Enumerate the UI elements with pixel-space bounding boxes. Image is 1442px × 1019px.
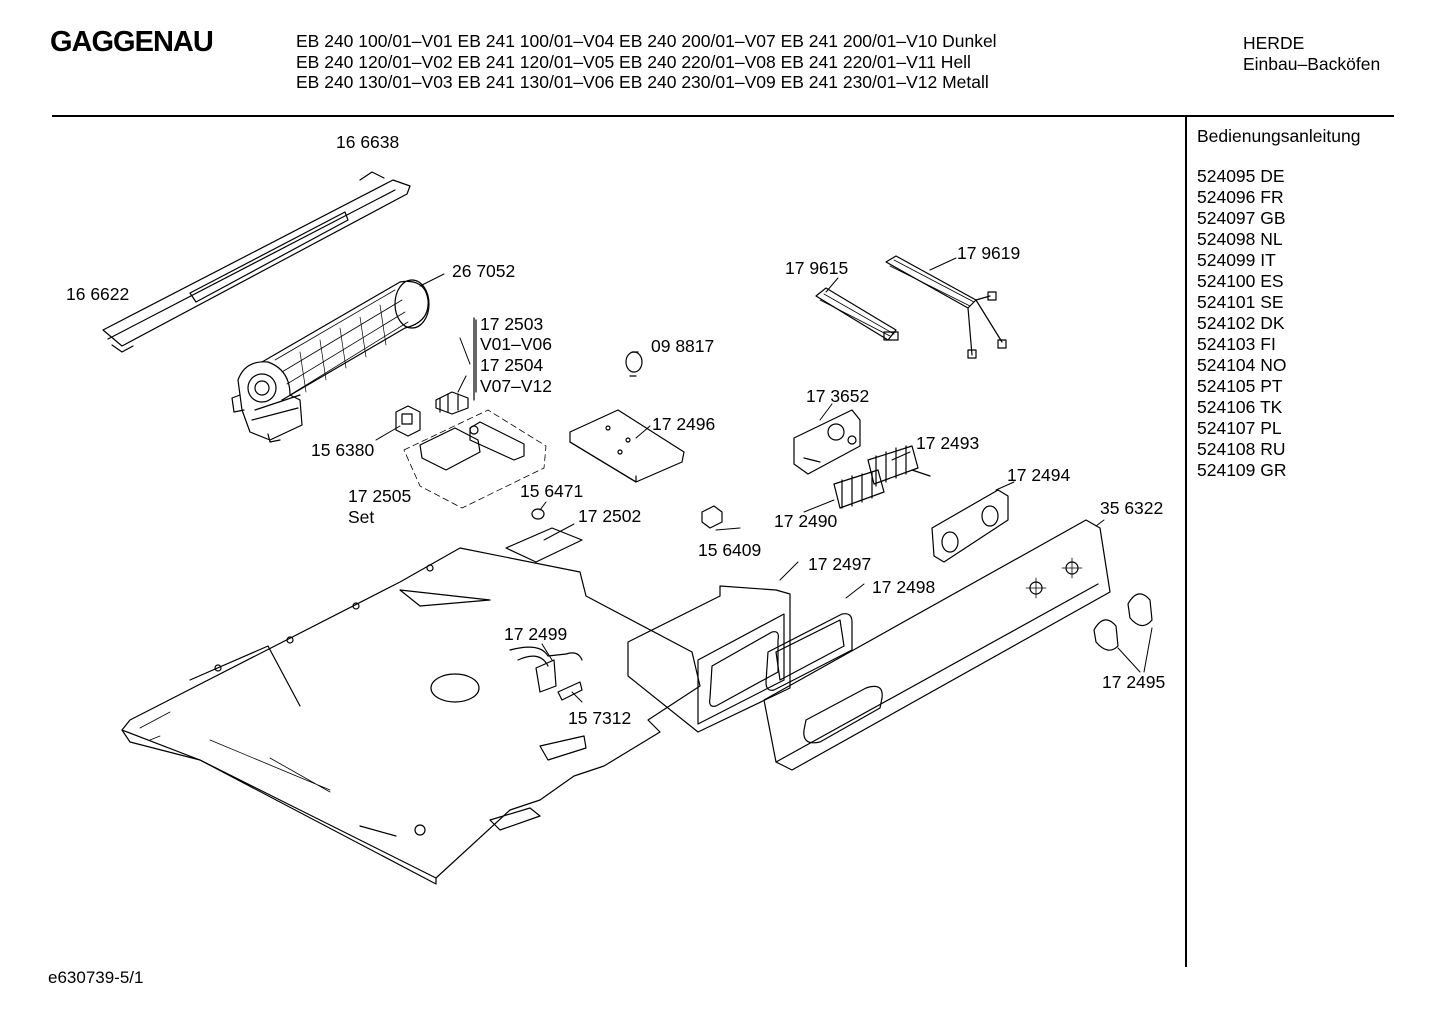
tangential-fan-part: [231, 279, 430, 443]
part-label: 35 6322: [1100, 498, 1164, 518]
manual-panel: Bedienungsanleitung 524095 DE 524096 FR …: [1197, 126, 1360, 481]
part-label: 17 2490: [774, 511, 838, 531]
part-label: 15 6380: [311, 440, 375, 460]
part-label: 17 2504: [480, 355, 544, 375]
manual-item: 524106 TK: [1197, 397, 1283, 417]
part-label: 15 7312: [568, 708, 632, 728]
oven-base-frame-part: [121, 547, 701, 885]
part-label: 15 6471: [520, 481, 584, 501]
manual-item: 524105 PT: [1197, 376, 1283, 396]
part-variant-label: V07–V12: [480, 376, 553, 396]
category-subname: Einbau–Backöfen: [1243, 54, 1381, 74]
model-line: EB 240 100/01–V01 EB 241 100/01–V04 EB 2…: [296, 31, 997, 51]
manual-item: 524104 NO: [1197, 355, 1287, 375]
manual-item: 524109 GR: [1197, 460, 1287, 480]
part-label: 09 8817: [651, 336, 715, 356]
product-category: HERDE Einbau–Backöfen: [1243, 33, 1380, 75]
cover-plate-part: [569, 409, 685, 483]
selector-switch-parts: [833, 445, 931, 509]
cable-harness-part: [815, 287, 899, 341]
model-line: EB 240 130/01–V03 EB 241 130/01–V06 EB 2…: [296, 72, 989, 92]
part-label: 17 2503: [480, 314, 544, 334]
part-label: 17 3652: [806, 386, 870, 406]
switch-part: [395, 405, 421, 437]
clip-part: [625, 351, 643, 377]
part-label: 17 2502: [578, 506, 642, 526]
manual-item: 524095 DE: [1197, 166, 1285, 186]
part-label: 17 2497: [808, 554, 872, 574]
manual-item: 524100 ES: [1197, 271, 1284, 291]
cable-harness-long-part: [885, 255, 1007, 359]
part-label: 15 6409: [698, 540, 762, 560]
top-rail-part: [102, 171, 411, 353]
knob-parts: [1093, 593, 1153, 651]
control-panel-front-part: [763, 519, 1111, 771]
part-label: 17 2505: [348, 486, 412, 506]
part-label: 16 6622: [66, 284, 130, 304]
small-bracket-parts: [505, 508, 583, 563]
bracket-parts: [435, 317, 477, 415]
manual-item: 524103 FI: [1197, 334, 1276, 354]
brand-logo: GAGGENAU: [50, 26, 214, 58]
manual-item: 524108 RU: [1197, 439, 1286, 459]
model-list: EB 240 100/01–V01 EB 241 100/01–V04 EB 2…: [296, 31, 997, 93]
manual-item: 524097 GB: [1197, 208, 1286, 228]
display-frame-part: [627, 585, 791, 733]
manual-title: Bedienungsanleitung: [1197, 126, 1361, 146]
manual-item: 524096 FR: [1197, 187, 1284, 207]
model-line: EB 240 120/01–V02 EB 241 120/01–V05 EB 2…: [296, 51, 971, 72]
thermostat-part: [793, 409, 861, 475]
knob-bezel-part: [931, 489, 1009, 563]
document-code: e630739-5/1: [48, 968, 144, 987]
manual-item: 524102 DK: [1197, 313, 1285, 333]
part-label: 17 2496: [652, 414, 716, 434]
part-variant-label: V01–V06: [480, 334, 553, 354]
leader-lines: [375, 257, 1153, 703]
sidebar-divider: [1185, 117, 1187, 967]
part-label: 17 9615: [785, 258, 849, 278]
manual-item: 524107 PL: [1197, 418, 1282, 438]
part-label: 17 2493: [916, 433, 980, 453]
part-label: 17 9619: [957, 243, 1021, 263]
header-divider: [52, 115, 1394, 117]
part-set-label: Set: [348, 507, 375, 527]
part-label: 17 2499: [504, 624, 568, 644]
window-part: [765, 613, 853, 691]
pcb-set-part: [403, 409, 547, 509]
connector-part: [701, 505, 723, 529]
part-label: 17 2498: [872, 577, 936, 597]
manual-item: 524101 SE: [1197, 292, 1284, 312]
part-label: 17 2494: [1007, 465, 1071, 485]
part-label: 17 2495: [1102, 672, 1166, 692]
sensor-part: [509, 646, 583, 701]
manual-item: 524098 NL: [1197, 229, 1283, 249]
part-label: 26 7052: [452, 261, 516, 281]
category-name: HERDE: [1243, 33, 1305, 53]
manual-item: 524099 IT: [1197, 250, 1276, 270]
part-label: 16 6638: [336, 132, 400, 152]
